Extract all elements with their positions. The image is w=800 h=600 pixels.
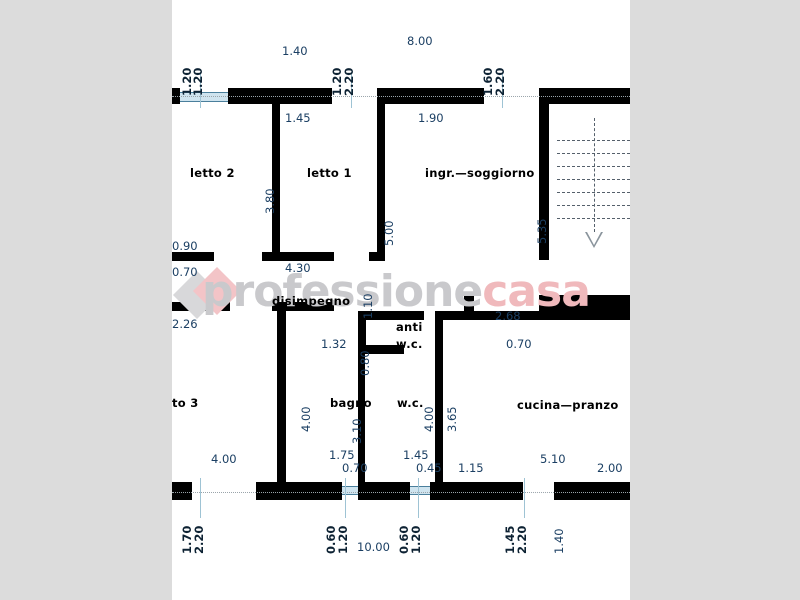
dimension-tick <box>345 478 346 518</box>
wall-bot-letto1-a <box>262 252 334 261</box>
room-label-ingr-soggiorno: ingr.—soggiorno <box>425 166 535 180</box>
wall-v-wall-letto1-left <box>272 88 280 260</box>
room-label-bagno: bagno <box>330 396 372 410</box>
dimension-vertical: 4.00 <box>299 406 313 432</box>
dimension-vertical: 1.20 <box>191 67 205 96</box>
dimension-vertical: 4.00 <box>422 406 436 432</box>
wall-v-wall-sogg-right <box>539 88 549 260</box>
dimension-tick <box>200 478 201 518</box>
wall-bottom-wall-a <box>256 482 342 500</box>
stair-step <box>557 166 630 167</box>
wall-bottom-wall-c <box>430 482 523 500</box>
dimension-vertical: 1.20 <box>336 525 350 554</box>
dimension-guide-top <box>172 96 630 97</box>
wall-wc-v-left <box>358 345 365 492</box>
stair-center-line <box>593 118 595 232</box>
wall-cucina-top-b <box>464 295 474 320</box>
dimension-horizontal: 1.45 <box>403 448 429 462</box>
dimension-tick <box>200 72 201 108</box>
dimension-horizontal: 1.32 <box>321 337 347 351</box>
wall-disimp-v <box>277 302 286 492</box>
room-label-wc: w.c. <box>397 396 424 410</box>
dimension-vertical: 3.65 <box>445 406 459 432</box>
dimension-vertical: 0.80 <box>358 350 372 376</box>
dimension-tick <box>351 72 352 108</box>
watermark-text-professione: professione <box>202 266 483 317</box>
floor-plan-drawing: professionecasa letto 2 letto 1 ingr.—sogg… <box>172 0 630 600</box>
dimension-vertical: 2.20 <box>515 525 529 554</box>
dimension-horizontal: 1.90 <box>418 111 444 125</box>
wall-cucina-top-d <box>539 295 630 320</box>
wall-wc-v-right <box>435 311 443 492</box>
wall-cucina-top-c <box>464 311 554 320</box>
letterbox-left <box>0 0 172 600</box>
dimension-vertical: 5.35 <box>535 218 549 244</box>
dimension-horizontal: 8.00 <box>407 34 433 48</box>
window-bot-2 <box>410 486 430 495</box>
staircase <box>557 118 630 258</box>
room-label-letto3: to 3 <box>172 396 199 410</box>
wall-bottom-wall-d <box>554 482 630 500</box>
room-label-anti-wc-2: w.c. <box>396 337 423 351</box>
wall-bot-letto1-b <box>369 252 385 261</box>
letterbox-right <box>630 0 800 600</box>
dimension-horizontal: 2.00 <box>597 461 623 475</box>
stair-step <box>557 218 630 219</box>
wall-v-wall-letto1-right <box>377 88 385 260</box>
wall-disimp-bottom <box>272 302 334 311</box>
room-label-letto2: letto 2 <box>190 166 235 180</box>
window-top-left <box>180 92 228 102</box>
stair-direction-arrow-down-icon <box>584 232 603 248</box>
dimension-tick <box>418 478 419 518</box>
dimension-horizontal: 1.75 <box>329 448 355 462</box>
dimension-horizontal: 2.68 <box>495 309 521 323</box>
stair-step <box>557 179 630 180</box>
stair-step <box>557 153 630 154</box>
stair-step <box>557 140 630 141</box>
dimension-horizontal: 2.26 <box>172 317 198 331</box>
dimension-horizontal: 1.15 <box>458 461 484 475</box>
dimension-horizontal: 0.45 <box>416 461 442 475</box>
wall-anti-top <box>358 311 424 320</box>
window-bot-1 <box>342 486 358 495</box>
dimension-horizontal: 1.40 <box>282 44 308 58</box>
wall-cucina-top-a <box>435 311 470 320</box>
dimension-vertical: 2.20 <box>493 67 507 96</box>
wall-left-stub-1 <box>172 252 214 261</box>
dimension-horizontal: 0.90 <box>172 239 198 253</box>
dimension-vertical: 2.20 <box>342 67 356 96</box>
dimension-horizontal: 0.70 <box>342 461 368 475</box>
dimension-vertical: 1.40 <box>552 528 566 554</box>
dimension-vertical: 3.10 <box>350 418 364 444</box>
dimension-horizontal: 4.00 <box>211 452 237 466</box>
dimension-horizontal: 0.70 <box>506 337 532 351</box>
stair-step <box>557 192 630 193</box>
dimension-horizontal: 1.45 <box>285 111 311 125</box>
room-label-disimpegno: disimpegno <box>272 294 351 308</box>
room-label-cucina-pranzo: cucina—pranzo <box>517 398 619 412</box>
dimension-tick <box>524 478 525 518</box>
dimension-vertical: 3.80 <box>263 188 277 214</box>
wall-bottom-left-stub <box>172 482 192 500</box>
dimension-vertical: 1.20 <box>409 525 423 554</box>
dimension-horizontal: 4.30 <box>285 261 311 275</box>
watermark-text: professionecasa <box>202 266 591 317</box>
wall-anti-bottom <box>358 345 404 354</box>
dimension-horizontal: 5.10 <box>540 452 566 466</box>
room-label-anti-wc: anti <box>396 320 423 334</box>
dimension-horizontal: 0.70 <box>172 265 198 279</box>
dimension-horizontal: 10.00 <box>357 540 390 554</box>
wall-bottom-wall-b <box>358 482 410 500</box>
dimension-guide-bottom <box>172 492 630 493</box>
dimension-vertical: 1.10 <box>361 293 375 319</box>
wall-left-stub-2 <box>172 302 230 311</box>
room-label-letto1: letto 1 <box>307 166 352 180</box>
stair-step <box>557 205 630 206</box>
dimension-vertical: 5.00 <box>382 220 396 246</box>
dimension-tick <box>502 72 503 108</box>
dimension-vertical: 2.20 <box>192 525 206 554</box>
wall-anti-v-left <box>358 311 366 354</box>
